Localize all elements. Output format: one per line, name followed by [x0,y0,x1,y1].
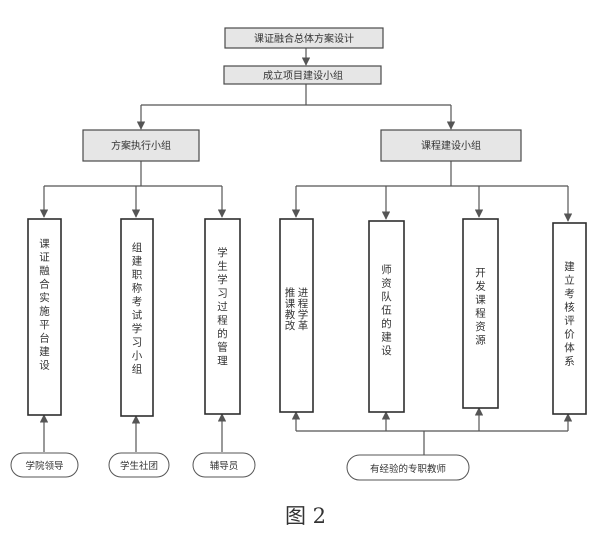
node-plan-child-3-label: 学生学习过程的管理 [217,246,228,367]
support-oval-3: 辅导员 [192,452,256,478]
node-root-label: 课证融合总体方案设计 [254,32,354,45]
node-course-child-1-label: 推进课程教学改革 [285,286,309,332]
node-plan-child-1-label: 课证融合实施平台建设 [39,238,50,372]
node-project-team: 成立项目建设小组 [223,65,382,85]
node-course-child-3: 开发课程资源 [462,218,499,409]
node-course-child-3-label: 开发课程资源 [475,267,486,347]
node-plan-team-label: 方案执行小组 [111,139,171,152]
node-plan-team: 方案执行小组 [82,129,200,162]
course-support-oval-label: 有经验的专职教师 [370,463,446,475]
node-course-child-4: 建立考核评价体系 [552,222,587,415]
connector-lines [39,48,573,455]
support-oval-3-label: 辅导员 [210,460,239,472]
node-root: 课证融合总体方案设计 [224,27,384,49]
support-oval-1-label: 学院领导 [25,460,63,472]
node-project-team-label: 成立项目建设小组 [263,69,343,82]
node-plan-child-2: 组建职称考试学习小组 [120,218,154,417]
node-course-child-2-label: 师资队伍的建设 [381,263,392,357]
node-plan-child-1: 课证融合实施平台建设 [27,218,62,416]
node-course-child-4-label: 建立考核评价体系 [564,260,575,368]
node-course-team-label: 课程建设小组 [421,139,481,152]
node-course-team: 课程建设小组 [380,129,522,162]
course-support-oval: 有经验的专职教师 [346,454,470,481]
support-oval-2: 学生社团 [108,452,170,478]
support-oval-1: 学院领导 [10,452,79,478]
figure-caption: 图 2 [284,504,327,528]
node-course-child-2: 师资队伍的建设 [368,220,405,413]
node-course-child-1: 推进课程教学改革 [279,218,314,413]
node-plan-child-2-label: 组建职称考试学习小组 [132,241,143,376]
node-plan-child-3: 学生学习过程的管理 [204,218,241,415]
support-oval-2-label: 学生社团 [120,460,158,472]
